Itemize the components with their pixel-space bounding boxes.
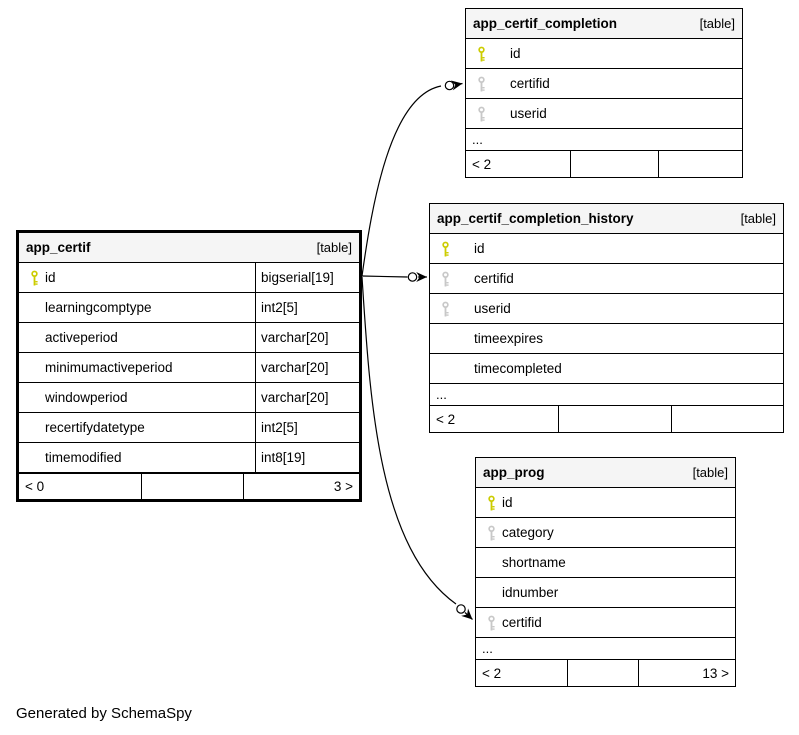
relationship-edge-certif-to-history — [361, 271, 427, 283]
column-name: shortname — [502, 555, 566, 570]
footer-children-count — [671, 406, 783, 432]
column-name: activeperiod — [45, 330, 118, 345]
footer-mid-cell — [558, 406, 671, 432]
column-type: varchar[20] — [255, 383, 359, 412]
table-name[interactable]: app_prog — [483, 465, 545, 480]
column-row-timemodified: timemodified int8[19] — [19, 443, 359, 473]
footer-parents-count: < 2 — [472, 156, 492, 172]
column-row-userid: userid — [466, 99, 742, 129]
ellipsis-row: ... — [466, 129, 742, 151]
footer-parents-count: < 2 — [482, 665, 502, 681]
footer-mid-cell — [570, 151, 658, 177]
primary-key-icon — [29, 270, 45, 286]
column-row-idnumber: idnumber — [476, 578, 735, 608]
column-row-recertifydatetype: recertifydatetype int2[5] — [19, 413, 359, 443]
primary-key-icon — [440, 241, 474, 257]
generated-by-credit: Generated by SchemaSpy — [16, 705, 192, 722]
footer-children-count — [658, 151, 742, 177]
footer-mid-cell — [141, 474, 243, 499]
table-footer: < 2 — [430, 406, 783, 432]
foreign-key-icon — [476, 106, 510, 122]
column-name: certifid — [502, 615, 542, 630]
ellipsis-row: ... — [476, 638, 735, 660]
footer-parents-count: < 2 — [436, 411, 456, 427]
column-name: timecompleted — [474, 361, 562, 376]
column-row-certifid: certifid — [430, 264, 783, 294]
column-name: userid — [474, 301, 511, 316]
column-type: bigserial[19] — [255, 263, 359, 292]
column-row-id: id — [476, 488, 735, 518]
table-tag: [table] — [699, 16, 735, 31]
column-type: int2[5] — [255, 413, 359, 442]
footer-children-count: 13 > — [638, 660, 735, 686]
foreign-key-icon — [486, 615, 502, 631]
column-name: id — [502, 495, 513, 510]
column-name: learningcomptype — [45, 300, 152, 315]
column-type: int2[5] — [255, 293, 359, 322]
column-row-certifid: certifid — [466, 69, 742, 99]
column-row-windowperiod: windowperiod varchar[20] — [19, 383, 359, 413]
column-row-userid: userid — [430, 294, 783, 324]
table-header: app_prog [table] — [476, 458, 735, 488]
foreign-key-icon — [440, 301, 474, 317]
foreign-key-icon — [440, 271, 474, 287]
column-row-category: category — [476, 518, 735, 548]
primary-key-icon — [476, 46, 510, 62]
column-row-id: id — [430, 234, 783, 264]
table-header: app_certif_completion_history [table] — [430, 204, 783, 234]
table-footer: < 2 13 > — [476, 660, 735, 686]
table-name[interactable]: app_certif_completion_history — [437, 211, 634, 226]
column-row-id: id — [466, 39, 742, 69]
column-name: windowperiod — [45, 390, 128, 405]
column-type: int8[19] — [255, 443, 359, 472]
foreign-key-icon — [476, 76, 510, 92]
column-name: certifid — [510, 76, 550, 91]
column-row-id: id bigserial[19] — [19, 263, 359, 293]
relationship-edge-certif-to-completion — [361, 80, 463, 277]
table-name[interactable]: app_certif — [26, 240, 91, 255]
footer-children-count: 3 > — [243, 474, 359, 499]
column-name: category — [502, 525, 554, 540]
column-row-minimumactiveperiod: minimumactiveperiod varchar[20] — [19, 353, 359, 383]
table-tag: [table] — [316, 240, 352, 255]
table-node-app-certif[interactable]: app_certif [table] id bigserial[19] lear… — [16, 230, 362, 502]
ellipsis-row: ... — [430, 384, 783, 406]
table-node-app-certif-completion-history[interactable]: app_certif_completion_history [table] id… — [429, 203, 784, 433]
relationship-edge-certif-to-prog — [361, 276, 473, 620]
table-header: app_certif [table] — [19, 233, 359, 263]
footer-parents-count: < 0 — [25, 479, 45, 494]
column-name: idnumber — [502, 585, 559, 600]
column-name: id — [474, 241, 485, 256]
table-footer: < 0 3 > — [19, 473, 359, 499]
column-name: timeexpires — [474, 331, 544, 346]
table-name[interactable]: app_certif_completion — [473, 16, 618, 31]
column-row-learningcomptype: learningcomptype int2[5] — [19, 293, 359, 323]
column-row-activeperiod: activeperiod varchar[20] — [19, 323, 359, 353]
footer-mid-cell — [567, 660, 638, 686]
table-node-app-certif-completion[interactable]: app_certif_completion [table] id certifi… — [465, 8, 743, 178]
column-name: userid — [510, 106, 547, 121]
column-name: recertifydatetype — [45, 420, 145, 435]
column-name: id — [510, 46, 521, 61]
primary-key-icon — [486, 495, 502, 511]
table-node-app-prog[interactable]: app_prog [table] id category shortname i… — [475, 457, 736, 687]
table-tag: [table] — [692, 465, 728, 480]
table-tag: [table] — [740, 211, 776, 226]
column-row-shortname: shortname — [476, 548, 735, 578]
foreign-key-icon — [486, 525, 502, 541]
column-type: varchar[20] — [255, 323, 359, 352]
column-type: varchar[20] — [255, 353, 359, 382]
column-name: minimumactiveperiod — [45, 360, 173, 375]
column-row-timeexpires: timeexpires — [430, 324, 783, 354]
column-row-timecompleted: timecompleted — [430, 354, 783, 384]
column-row-certifid: certifid — [476, 608, 735, 638]
column-name: id — [45, 270, 56, 285]
table-footer: < 2 — [466, 151, 742, 177]
column-name: timemodified — [45, 450, 122, 465]
table-header: app_certif_completion [table] — [466, 9, 742, 39]
column-name: certifid — [474, 271, 514, 286]
